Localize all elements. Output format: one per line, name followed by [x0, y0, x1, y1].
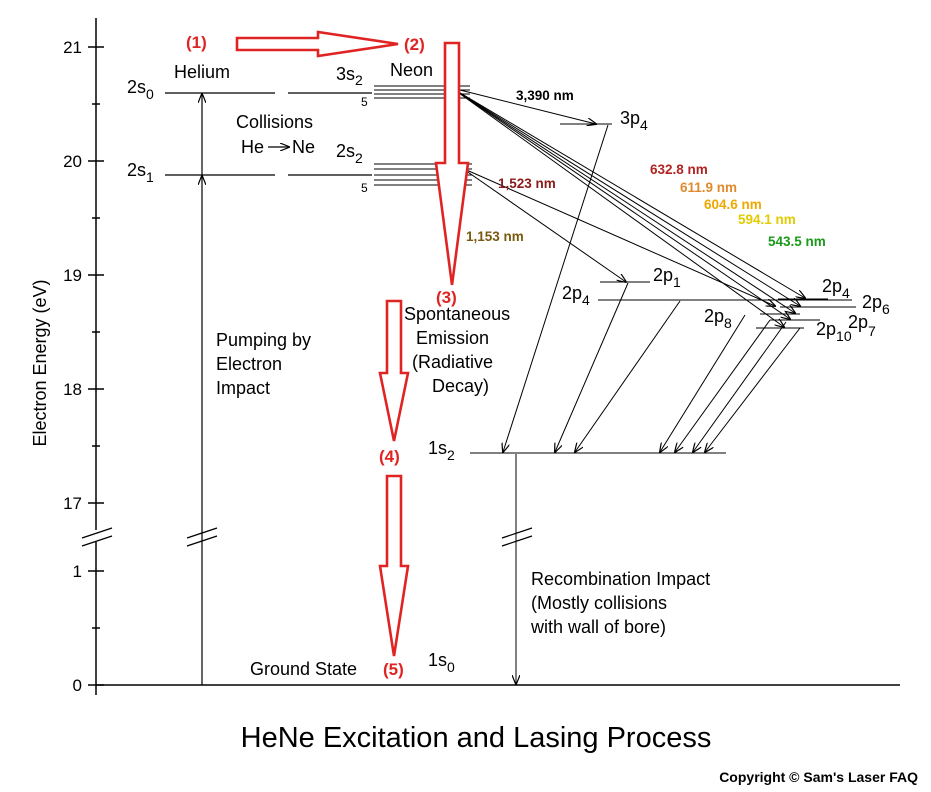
step-5: (5) — [383, 660, 404, 679]
collisions-label: Collisions — [236, 112, 313, 132]
tick-18: 18 — [63, 380, 82, 399]
y-axis-label: Electron Energy (eV) — [30, 279, 50, 446]
level-2s1: 2s1 — [127, 160, 154, 185]
neon-title: Neon — [390, 60, 433, 80]
recombination-line-1: Recombination Impact — [531, 569, 710, 589]
level-2p6: 2p6 — [862, 292, 890, 317]
wavelength-594-1: 594.1 nm — [738, 212, 796, 227]
level-2p8: 2p8 — [704, 306, 732, 331]
process-arrows — [235, 30, 470, 657]
recombination-line-3: with wall of bore) — [530, 617, 666, 637]
level-2s0: 2s0 — [127, 77, 154, 102]
level-1s2: 1s2 — [428, 438, 455, 463]
wavelength-1153: 1,153 nm — [466, 229, 524, 244]
collisions-ne: Ne — [292, 137, 315, 157]
level-3p4: 3p4 — [620, 108, 648, 133]
spontaneous-line-4: Decay) — [432, 376, 489, 396]
tick-19: 19 — [63, 266, 82, 285]
tick-21: 21 — [63, 38, 82, 57]
step-3: (3) — [436, 288, 457, 307]
level-3s2: 3s2 — [336, 64, 363, 88]
tick-17: 17 — [63, 494, 82, 513]
level-2p1: 2p1 — [653, 265, 681, 290]
level-2s2-count: 5 — [361, 181, 368, 195]
spontaneous-line-1: Spontaneous — [404, 304, 510, 324]
tick-1: 1 — [73, 562, 82, 581]
copyright: Copyright © Sam's Laser FAQ — [719, 769, 918, 785]
level-3s2-count: 5 — [361, 95, 368, 109]
level-1s0: 1s0 — [428, 650, 455, 675]
axis-break-marks — [81, 527, 533, 547]
ground-state-label: Ground State — [250, 659, 357, 679]
tick-0: 0 — [73, 676, 82, 695]
wavelength-632-8: 632.8 nm — [650, 162, 708, 177]
level-2s2: 2s2 — [336, 141, 363, 166]
level-2p7: 2p7 — [848, 312, 876, 339]
pumping-line-3: Impact — [216, 378, 270, 398]
step-2: (2) — [404, 35, 425, 54]
helium-title: Helium — [174, 62, 230, 82]
level-2p4-right: 2p4 — [822, 276, 850, 301]
diagram-title: HeNe Excitation and Lasing Process — [241, 722, 712, 754]
spontaneous-line-2: Emission — [416, 328, 489, 348]
wavelength-1523: 1,523 nm — [498, 176, 556, 191]
tick-20: 20 — [63, 152, 82, 171]
level-2p4-left: 2p4 — [562, 283, 590, 308]
collisions-he: He — [241, 137, 264, 157]
wavelength-604-6: 604.6 nm — [704, 197, 762, 212]
step-4: (4) — [379, 447, 400, 466]
y-axis — [88, 18, 900, 695]
wavelength-611-9: 611.9 nm — [680, 180, 737, 195]
wavelength-543-5: 543.5 nm — [768, 234, 826, 249]
pumping-line-2: Electron — [216, 354, 282, 374]
wavelength-3390: 3,390 nm — [516, 88, 574, 103]
level-2p10: 2p10 — [816, 319, 852, 344]
helium-levels — [165, 92, 372, 685]
recombination-line-2: (Mostly collisions — [531, 593, 667, 613]
spontaneous-line-3: (Radiative — [412, 352, 493, 372]
pumping-line-1: Pumping by — [216, 330, 311, 350]
transition-arrows — [451, 87, 805, 684]
step-1: (1) — [186, 33, 207, 52]
